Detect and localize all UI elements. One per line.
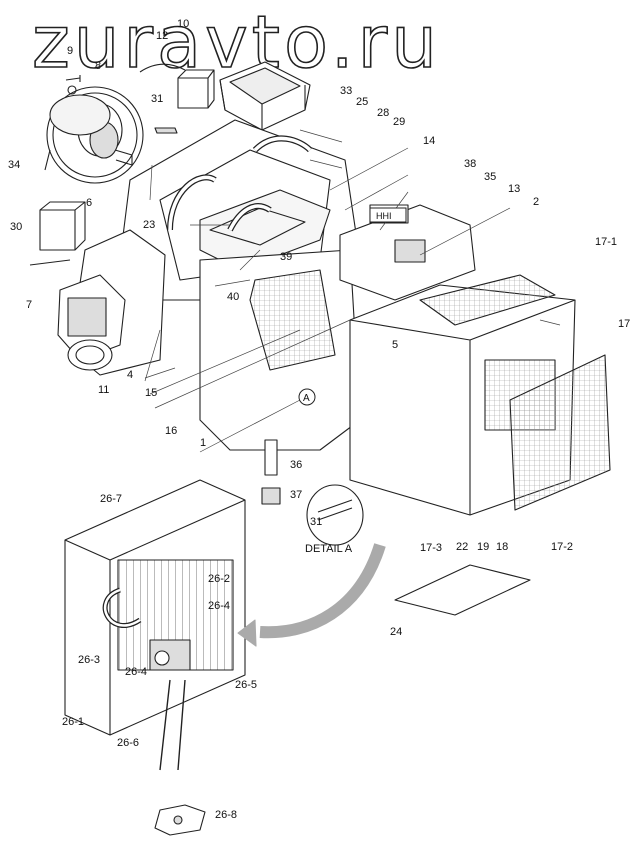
label-4: 4 bbox=[127, 369, 134, 381]
label-25: 25 bbox=[356, 96, 369, 108]
label-8: 8 bbox=[95, 60, 102, 72]
label-29: 29 bbox=[393, 116, 406, 128]
label-26-5: 26-5 bbox=[235, 679, 258, 691]
label-6: 6 bbox=[86, 197, 93, 209]
label-31a: 31 bbox=[151, 93, 164, 105]
label-17-1: 17-1 bbox=[595, 236, 618, 248]
label-26-7: 26-7 bbox=[100, 493, 123, 505]
label-11: 11 bbox=[98, 384, 110, 396]
label-28: 28 bbox=[377, 107, 390, 119]
label-17-3: 17-3 bbox=[420, 542, 443, 554]
label-31b: 31 bbox=[310, 516, 323, 528]
label-33: 33 bbox=[340, 85, 353, 97]
label-7: 7 bbox=[26, 299, 33, 311]
label-26-4b: 26-4 bbox=[125, 666, 148, 678]
label-15: 15 bbox=[145, 387, 158, 399]
label-38: 38 bbox=[464, 158, 477, 170]
label-19: 19 bbox=[477, 541, 490, 553]
nameplate-text: HHI bbox=[376, 211, 392, 221]
label-26-2: 26-2 bbox=[208, 573, 231, 585]
detail-caption: DETAIL A bbox=[305, 543, 353, 555]
label-40: 40 bbox=[227, 291, 240, 303]
label-35: 35 bbox=[484, 171, 497, 183]
label-23: 23 bbox=[143, 219, 156, 231]
label-14: 14 bbox=[423, 135, 436, 147]
label-26-3: 26-3 bbox=[78, 654, 101, 666]
label-30: 30 bbox=[10, 221, 23, 233]
label-37: 37 bbox=[290, 489, 303, 501]
label-24: 24 bbox=[390, 626, 403, 638]
label-26-1: 26-1 bbox=[62, 716, 85, 728]
label-13: 13 bbox=[508, 183, 521, 195]
evaporator-core bbox=[64, 479, 246, 736]
label-12: 12 bbox=[156, 30, 169, 42]
label-34: 34 bbox=[8, 159, 21, 171]
label-36: 36 bbox=[290, 459, 303, 471]
label-26-6: 26-6 bbox=[117, 737, 140, 749]
label-9: 9 bbox=[67, 45, 74, 57]
label-26-8: 26-8 bbox=[215, 809, 238, 821]
label-39: 39 bbox=[280, 251, 293, 263]
label-5: 5 bbox=[392, 339, 399, 351]
label-10: 10 bbox=[177, 18, 190, 30]
label-16: 16 bbox=[165, 425, 178, 437]
label-17-2: 17-2 bbox=[551, 541, 574, 553]
detail-marker-a: A bbox=[303, 393, 310, 404]
label-2: 2 bbox=[533, 196, 540, 208]
blower-motor bbox=[44, 85, 144, 184]
label-18: 18 bbox=[496, 541, 509, 553]
label-22: 22 bbox=[456, 541, 469, 553]
label-17: 17 bbox=[618, 318, 631, 330]
watermark: zuravto.ru bbox=[31, 0, 441, 84]
label-26-4a: 26-4 bbox=[208, 600, 231, 612]
label-1: 1 bbox=[200, 437, 207, 449]
